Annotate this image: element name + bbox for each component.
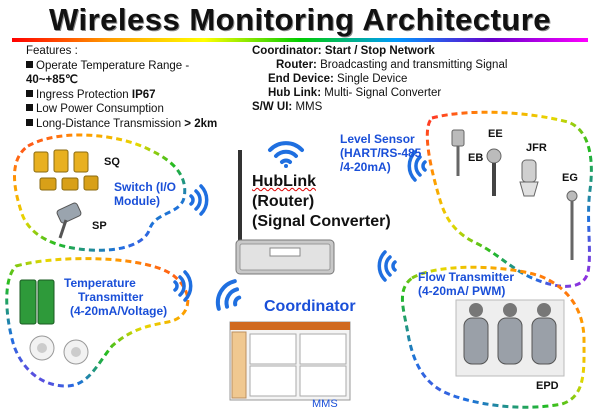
level-device-icons — [451, 129, 578, 260]
jfr-label: JFR — [526, 142, 547, 154]
role-end-device: End Device: Single Device — [268, 73, 408, 85]
bullet-icon — [26, 104, 33, 111]
features-heading: Features : — [26, 45, 78, 57]
switch-group-outline — [13, 133, 187, 252]
role-hub-link: Hub Link: Multi- Signal Converter — [268, 87, 442, 99]
features-panel: Features : Operate Temperature Range - 4… — [26, 44, 246, 131]
wifi-icon-switch — [189, 184, 209, 216]
temperature-group-outline — [5, 257, 190, 388]
feature-item: Ingress Protection IP67 — [26, 88, 246, 103]
wifi-icon-temperature — [173, 270, 193, 302]
level-label: Level Sensor(HART/RS-485/4-20mA) — [340, 132, 422, 174]
mms-screen-icon — [229, 321, 351, 401]
hublink-device-icon — [235, 150, 335, 275]
eg-label: EG — [562, 172, 578, 184]
role-sw-ui: S/W UI: MMS — [252, 101, 323, 113]
flow-group-outline — [400, 265, 586, 409]
wifi-icon-flow — [377, 250, 397, 282]
role-router: Router: Broadcasting and transmitting Si… — [276, 59, 508, 71]
bullet-icon — [26, 118, 33, 126]
bullet-icon — [26, 60, 33, 68]
ee-label: EE — [488, 128, 503, 140]
feature-item: Long-Distance Transmission > 2km — [26, 117, 246, 132]
temperature-device-icons — [19, 279, 89, 365]
bullet-icon — [26, 89, 33, 97]
flow-label: Flow Transmitter(4-20mA/ PWM) — [418, 270, 515, 298]
mms-label: MMS — [312, 398, 338, 410]
page-title: Wireless Monitoring Architecture — [48, 2, 552, 37]
feature-item: Operate Temperature Range - — [26, 59, 246, 74]
eb-label: EB — [468, 152, 484, 164]
wifi-icon-coordinator — [215, 279, 242, 311]
title-underline — [12, 38, 588, 42]
roles-panel: Coordinator: Start / Stop Network Router… — [252, 44, 582, 114]
sp-label: SP — [92, 220, 107, 232]
coordinator-label: Coordinator — [264, 298, 356, 315]
feature-item: Low Power Consumption — [26, 102, 246, 117]
switch-device-icons — [33, 149, 99, 239]
hublink-label: HubLink (Router) (Signal Converter) — [252, 173, 391, 230]
epd-label: EPD — [536, 380, 559, 392]
flow-device-icons — [455, 299, 565, 377]
feature-item: 40~+85℃ — [26, 74, 78, 86]
wifi-icon-level — [407, 150, 427, 182]
wifi-icon-hublink — [268, 141, 304, 168]
sq-label: SQ — [104, 156, 120, 168]
role-coordinator: Coordinator: Start / Stop Network — [252, 45, 435, 57]
temperature-label: Temperature Transmitter (4-20mA/Voltage) — [64, 276, 168, 318]
